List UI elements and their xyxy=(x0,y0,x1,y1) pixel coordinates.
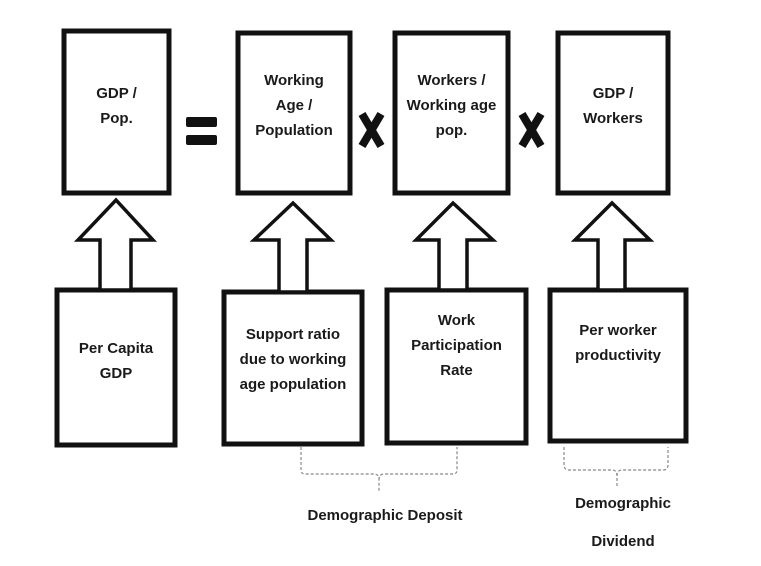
arrow-up-3 xyxy=(411,200,498,292)
top-box-gdp-workers-label: GDP / Workers xyxy=(583,85,643,127)
top-box-gdp-pop-label: GDP / Pop. xyxy=(96,85,137,127)
bottom-box-per-capita-label: Per Capita GDP xyxy=(78,340,154,382)
bottom-box-support-ratio-label: Support ratio due to working age populat… xyxy=(239,325,347,393)
brace-dividend xyxy=(563,447,669,488)
demographic-deposit-label: Demographic Deposit xyxy=(307,507,463,524)
top-box-workers xyxy=(392,30,511,196)
arrow-up-1 xyxy=(73,197,158,292)
demographic-dividend-label-line2: Dividend xyxy=(591,533,655,550)
arrow-up-2 xyxy=(249,200,336,294)
equals-sign xyxy=(186,117,217,145)
top-box-workers-label: Workers / Working age pop. xyxy=(406,71,497,139)
bottom-box-participation-label: Work Participation Rate xyxy=(411,311,502,379)
top-box-gdp-pop xyxy=(61,28,172,196)
bottom-box-productivity-label: Per worker productivity xyxy=(575,322,661,364)
brace-deposit xyxy=(300,447,458,492)
top-box-gdp-workers xyxy=(555,30,671,196)
times-sign-1 xyxy=(358,111,385,149)
times-sign-2 xyxy=(518,111,545,149)
demographic-dividend-label-line1: Demographic xyxy=(575,495,671,512)
top-box-working-age xyxy=(235,30,353,196)
arrow-up-4 xyxy=(570,200,655,292)
top-box-working-age-label: Working Age / Population xyxy=(255,71,333,139)
